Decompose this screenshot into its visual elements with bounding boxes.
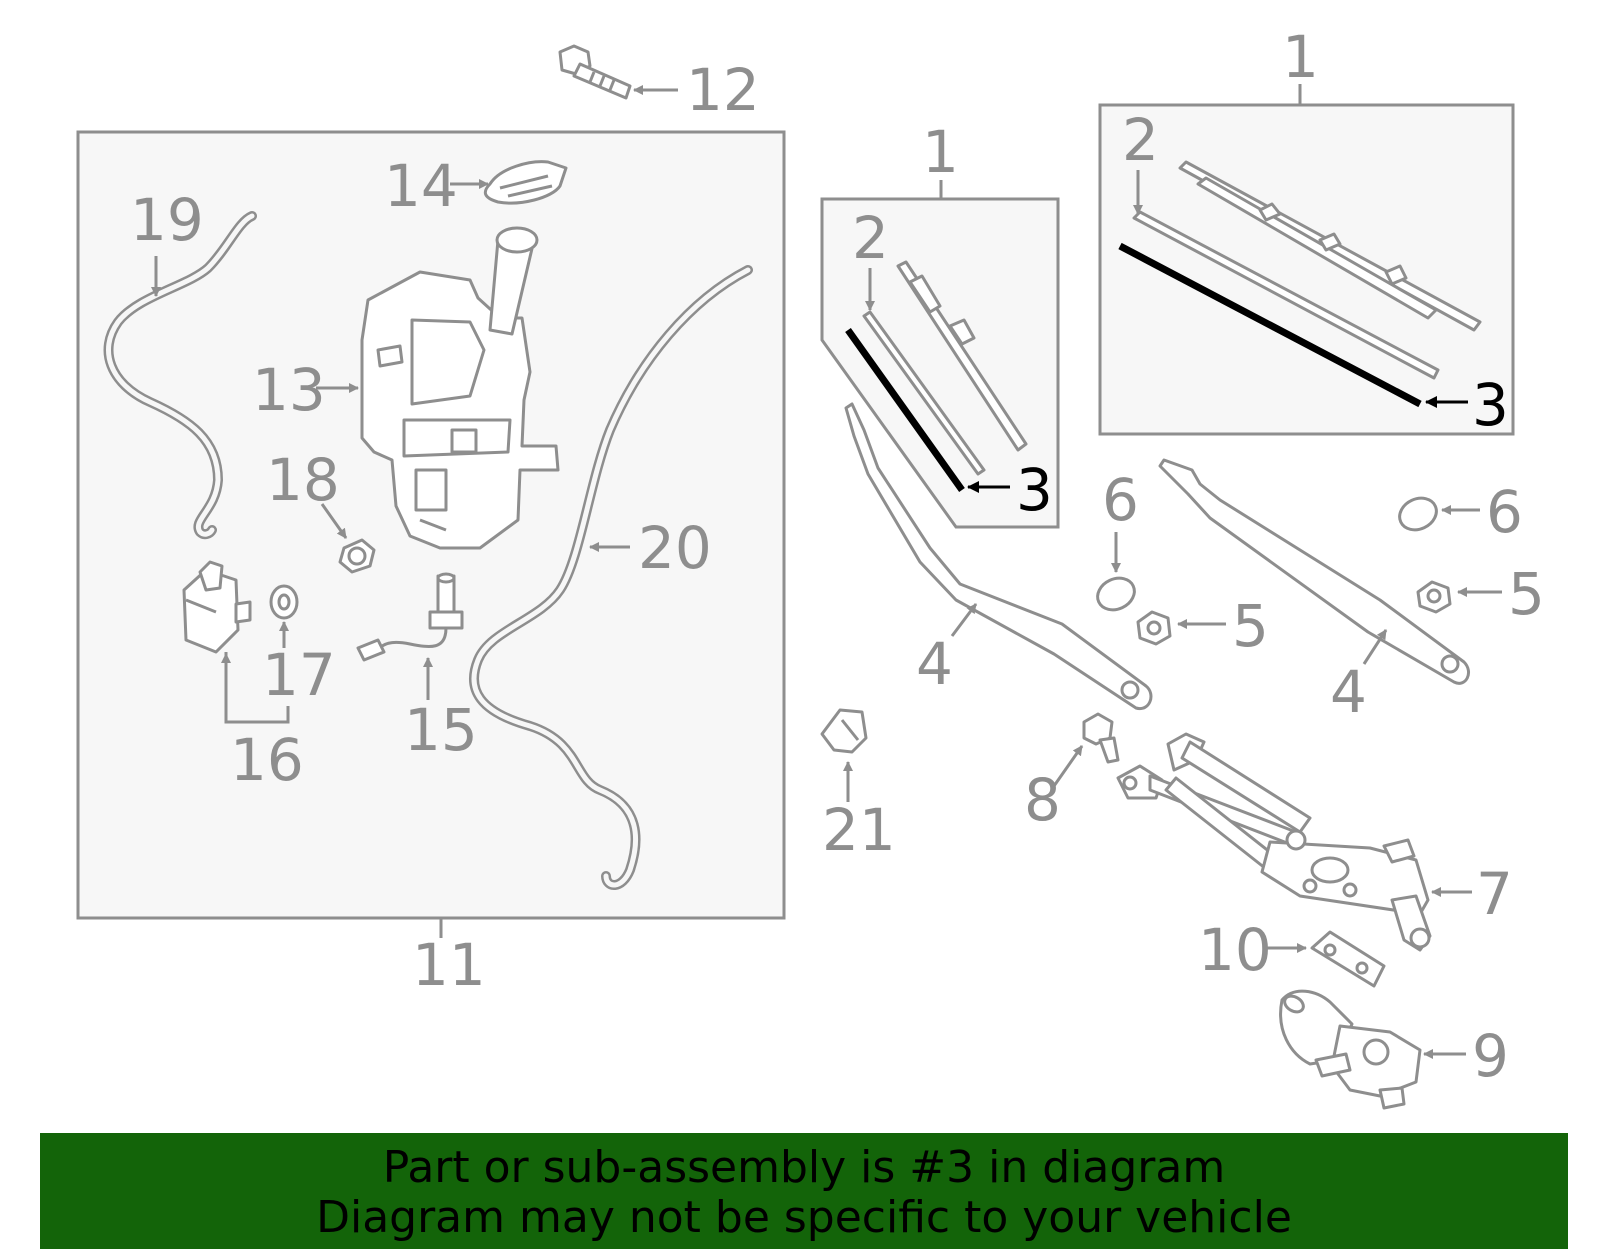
callout-2-left: 2 (852, 204, 889, 272)
callout-3-left: 3 (1016, 456, 1053, 524)
callout-4-right: 4 (1330, 658, 1367, 726)
callout-12: 12 (686, 56, 760, 124)
callout-16: 16 (230, 726, 304, 794)
callout-11: 11 (412, 931, 486, 999)
callout-2-right: 2 (1122, 106, 1159, 174)
left-blade-box (820, 197, 1060, 529)
callout-5-left: 5 (1232, 592, 1269, 660)
seal-17 (269, 584, 299, 620)
callout-21: 21 (822, 796, 896, 864)
banner-line-1: Part or sub-assembly is #3 in diagram (382, 1142, 1226, 1193)
hose-20 (469, 265, 753, 890)
filler-cap-14 (483, 160, 568, 205)
clip-21 (820, 708, 868, 754)
hose-19 (103, 211, 257, 540)
callout-9: 9 (1472, 1022, 1509, 1090)
right-blade-insert-3 (1118, 242, 1422, 408)
right-wiper-arm-4 (1158, 458, 1470, 685)
wiper-linkage-7 (1116, 732, 1432, 952)
callout-7: 7 (1476, 860, 1513, 928)
bolt-8 (1082, 712, 1120, 764)
callout-14: 14 (384, 152, 458, 220)
left-wiper-arm-4 (844, 402, 1153, 711)
callout-15: 15 (404, 696, 478, 764)
washer-reservoir-13 (360, 226, 560, 550)
callout-19: 19 (130, 186, 204, 254)
grommet-18 (338, 538, 376, 574)
level-sensor-15 (356, 572, 464, 662)
callout-4-left: 4 (916, 630, 953, 698)
left-blade-carrier-2 (862, 310, 986, 476)
callout-6-left: 6 (1102, 466, 1139, 534)
nut-5-left (1136, 610, 1172, 646)
callout-20: 20 (638, 514, 712, 582)
washer-pump-16 (182, 560, 252, 654)
cap-6-right (1398, 496, 1438, 532)
right-wiper-blade (1178, 160, 1482, 332)
callout-6-right: 6 (1486, 478, 1523, 546)
callout-1-left: 1 (922, 118, 959, 186)
banner-line-2: Diagram may not be specific to your vehi… (316, 1192, 1292, 1243)
callout-8: 8 (1024, 766, 1061, 834)
nut-5-right (1416, 580, 1452, 614)
callout-1-right: 1 (1282, 23, 1319, 91)
left-wiper-blade (896, 260, 1028, 452)
callout-13: 13 (252, 356, 326, 424)
callout-18: 18 (266, 446, 340, 514)
wiper-motor-9 (1279, 989, 1422, 1110)
callout-10: 10 (1198, 916, 1272, 984)
bracket-10 (1310, 930, 1386, 988)
info-banner: Part or sub-assembly is #3 in diagram Di… (40, 1133, 1568, 1249)
callout-5-right: 5 (1508, 560, 1545, 628)
callout-3-right: 3 (1472, 371, 1509, 439)
left-blade-insert-3 (845, 327, 965, 493)
bolt-12 (558, 44, 632, 100)
callout-17: 17 (262, 641, 336, 709)
cap-6-left (1096, 576, 1136, 612)
